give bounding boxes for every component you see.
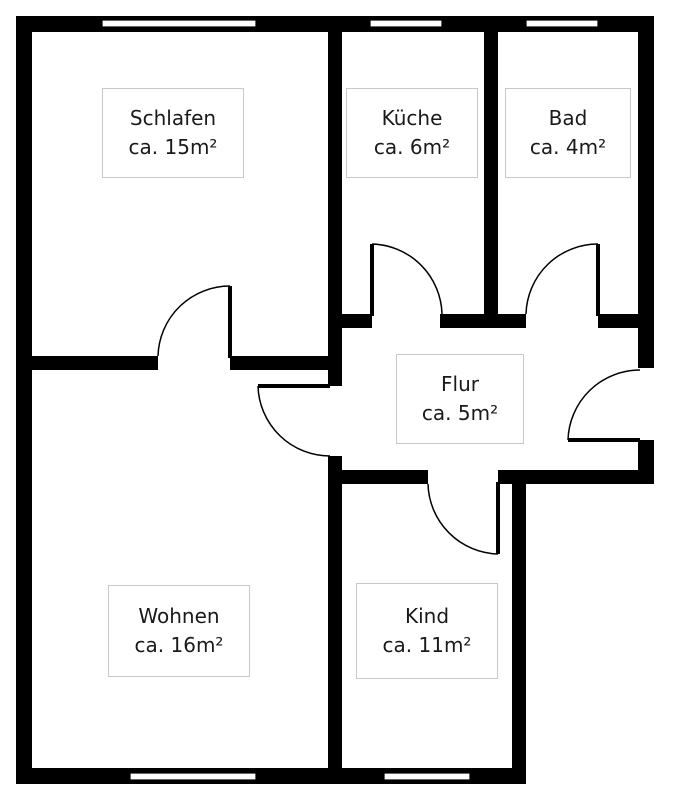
- room-name: Flur: [441, 372, 479, 396]
- door-leaf-wohnen: [258, 384, 330, 388]
- room-area: ca. 5m²: [421, 401, 499, 425]
- door-arc-kueche: [371, 243, 443, 315]
- wall-kueche-bad-flur: [440, 314, 526, 328]
- door-arc-entrance: [567, 369, 641, 441]
- wall-schlafen-wohnen-left: [16, 356, 158, 370]
- window-wohnen: [129, 772, 257, 781]
- wall-wohnen-flur: [328, 456, 342, 784]
- room-name: Bad: [548, 106, 588, 130]
- window-bad: [525, 19, 599, 28]
- wall-kueche-flur-left: [328, 314, 372, 328]
- door-leaf-entrance: [568, 438, 640, 442]
- room-label-bad: Bad ca. 4m²: [505, 88, 631, 178]
- wall-flur-kind-right: [498, 470, 654, 484]
- door-leaf-schlafen: [228, 286, 232, 358]
- wall-schlafen-wohnen-right: [230, 356, 342, 370]
- door-swings: [157, 243, 641, 555]
- room-name: Kind: [404, 604, 450, 628]
- outer-wall-kind-east: [512, 470, 526, 784]
- room-label-schlafen: Schlafen ca. 15m²: [102, 88, 244, 178]
- room-label-kind: Kind ca. 11m²: [356, 583, 498, 679]
- room-name: Wohnen: [138, 604, 220, 628]
- room-name: Küche: [381, 106, 443, 130]
- room-area: ca. 16m²: [134, 633, 224, 657]
- room-label-kueche: Küche ca. 6m²: [346, 88, 478, 178]
- door-leaf-kueche: [370, 244, 374, 316]
- wall-kueche-bad: [484, 16, 498, 328]
- room-area: ca. 6m²: [373, 135, 451, 159]
- window-kind: [383, 772, 471, 781]
- door-leaf-kind: [496, 482, 500, 554]
- room-area: ca. 15m²: [128, 135, 218, 159]
- wall-flur-kind-left: [328, 470, 428, 484]
- window-schlafen: [101, 19, 257, 28]
- door-leaf-bad: [596, 244, 600, 316]
- room-label-flur: Flur ca. 5m²: [396, 354, 524, 444]
- outer-wall-left: [16, 16, 32, 784]
- wall-schlafen-kueche: [328, 16, 342, 386]
- room-name: Schlafen: [129, 106, 217, 130]
- outer-wall-right-upper: [638, 16, 654, 368]
- windows: [101, 19, 599, 781]
- room-label-wohnen: Wohnen ca. 16m²: [108, 585, 250, 677]
- door-arc-schlafen: [157, 285, 231, 357]
- wall-bad-flur-right: [598, 314, 654, 328]
- room-area: ca. 4m²: [529, 135, 607, 159]
- window-kueche: [369, 19, 443, 28]
- room-area: ca. 11m²: [382, 633, 472, 657]
- door-arc-wohnen: [257, 385, 331, 457]
- door-arc-bad: [525, 243, 599, 315]
- door-arc-kind: [427, 483, 499, 555]
